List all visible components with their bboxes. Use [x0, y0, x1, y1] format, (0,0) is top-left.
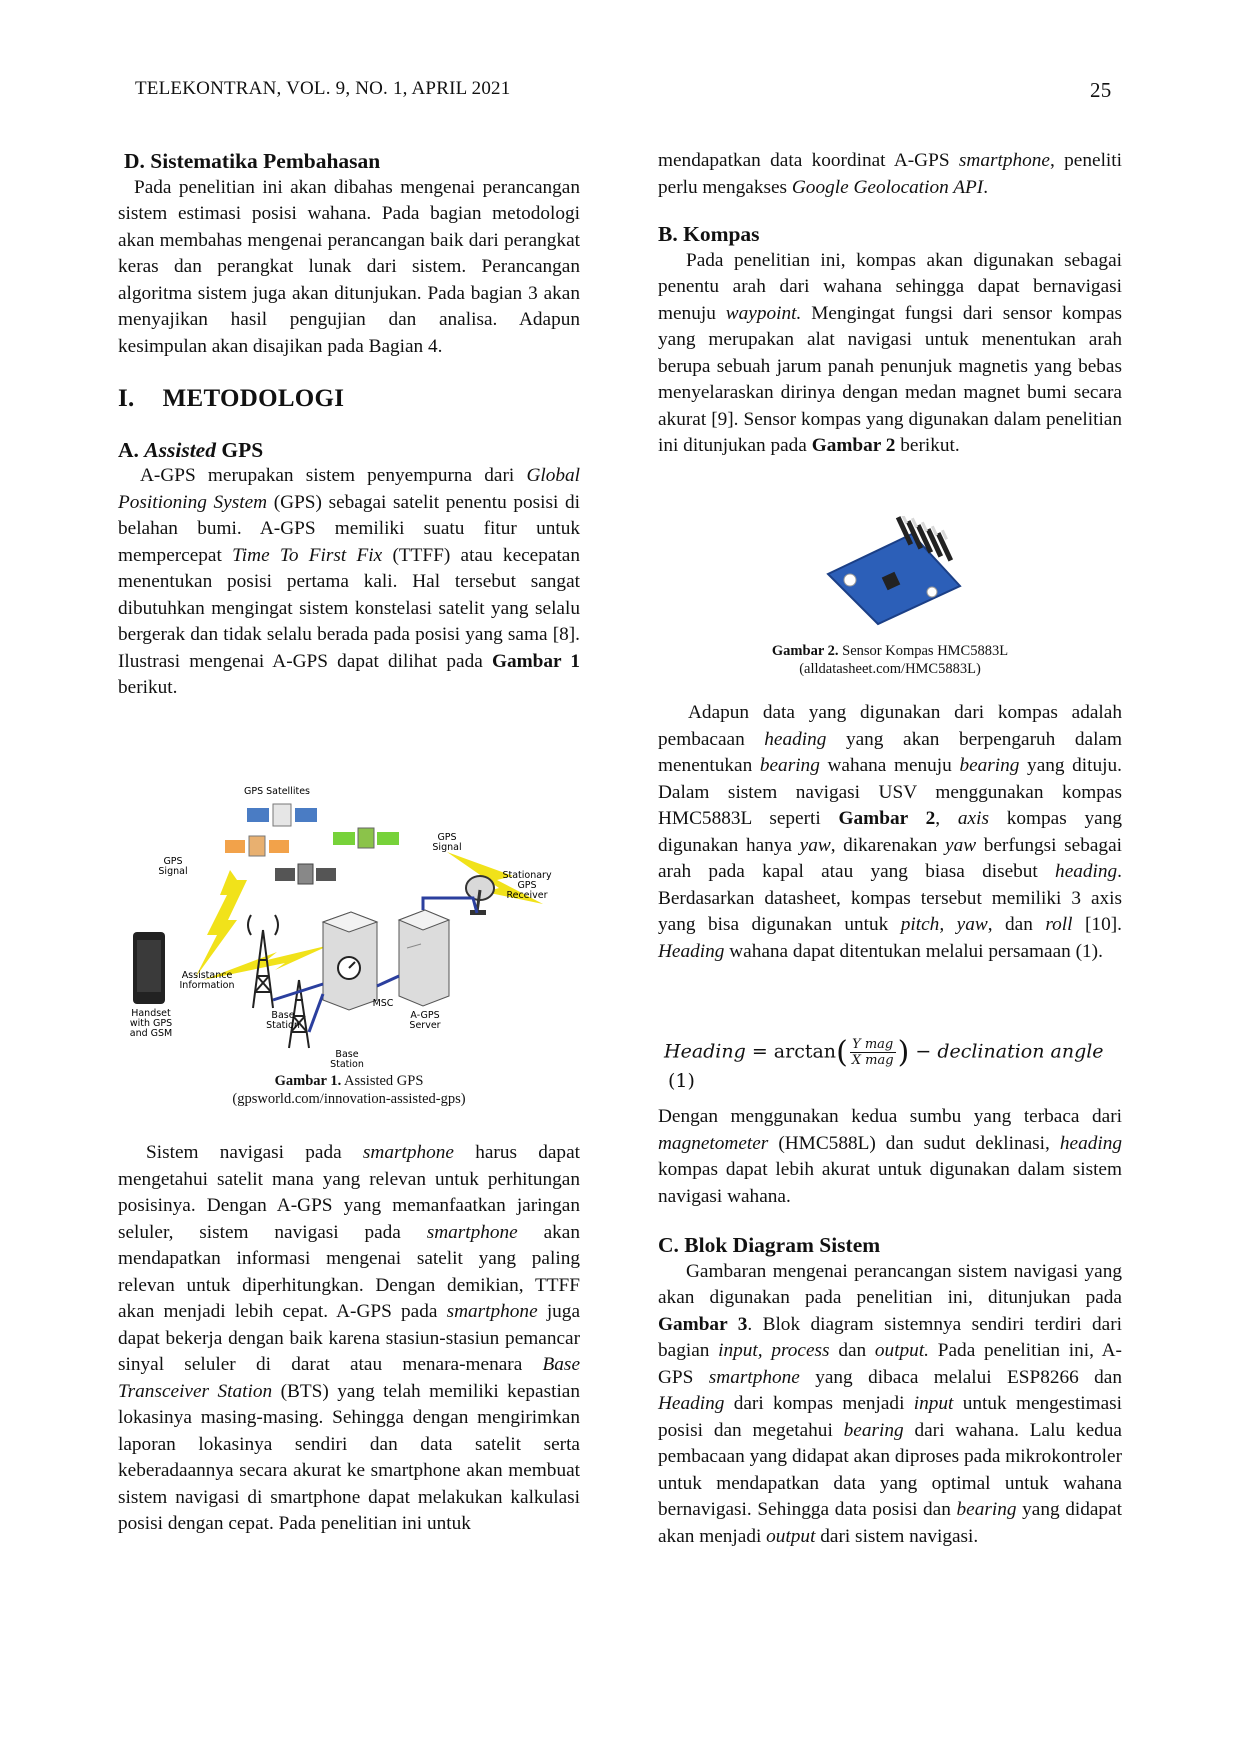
- section-d-body: Pada penelitian ini akan dibahas mengena…: [118, 176, 580, 357]
- section-b-paragraph: Pada penelitian ini, kompas akan digunak…: [658, 249, 1123, 457]
- left-column-lower: Sistem navigasi pada smartphone harus da…: [118, 1140, 580, 1538]
- figure-2-hmc5883l-board: [820, 513, 970, 626]
- agps-server-icon: [397, 909, 451, 1007]
- right-column: mendapatkan data koordinat A-GPS smartph…: [658, 148, 1122, 460]
- left-column: D. Sistematika Pembahasan Pada penelitia…: [118, 148, 580, 702]
- section-a-paragraph: A-GPS merupakan sistem penyempurna dari …: [118, 465, 581, 698]
- paragraph-continuation: mendapatkan data koordinat A-GPS smartph…: [658, 150, 1122, 198]
- section-c-paragraph: Gambaran mengenai perancangan sistem nav…: [658, 1260, 1123, 1547]
- section-a-title: A. Assisted GPS: [118, 437, 264, 462]
- satellite-green-icon: [333, 827, 399, 849]
- satellite-blue-icon: [247, 803, 317, 827]
- satellite-orange-icon: [225, 835, 289, 857]
- label-satellites: GPS Satellites: [244, 786, 310, 797]
- msc-server-icon: [321, 911, 379, 1011]
- link-line: [421, 896, 479, 914]
- figure-1-source: (gpsworld.com/innovation-assisted-gps): [232, 1091, 466, 1107]
- figure-1-caption: Gambar 1. Assisted GPS (gpsworld.com/inn…: [118, 1072, 580, 1108]
- figure-2-caption: Gambar 2. Sensor Kompas HMC5883L (alldat…: [658, 642, 1122, 678]
- gps-signal-bolt-right: [447, 852, 543, 904]
- equation-rhs: declination angle: [937, 1040, 1104, 1063]
- right-column-lower: Dengan menggunakan kedua sumbu yang terb…: [658, 1104, 1122, 1550]
- gps-signal-bolt-left: [195, 870, 247, 978]
- section-b-title: B. Kompas: [658, 222, 760, 246]
- equation-lhs: Heading: [664, 1040, 746, 1063]
- chapter-heading: I.METODOLOGI: [118, 385, 345, 412]
- right-column-middle: Adapun data yang digunakan dari kompas a…: [658, 700, 1122, 965]
- handset-icon: [133, 932, 165, 1004]
- base-station-tower-icon: [247, 914, 279, 1009]
- equation-arctan: arctan: [773, 1040, 837, 1063]
- satellite-gray-icon: [275, 863, 336, 885]
- section-d-title: D. Sistematika Pembahasan: [124, 149, 381, 173]
- page-number: 25: [1090, 78, 1112, 102]
- paragraph-compass-heading: Adapun data yang digunakan dari kompas a…: [658, 702, 1123, 962]
- compass-sensor-image: [826, 513, 962, 626]
- link-line: [307, 993, 325, 1033]
- section-c-title: C. Blok Diagram Sistem: [658, 1233, 881, 1257]
- running-header: TELEKONTRAN, VOL. 9, NO. 1, APRIL 2021: [135, 78, 511, 99]
- link-line: [272, 982, 324, 1002]
- link-line: [376, 974, 400, 988]
- figure-2-source: (alldatasheet.com/HMC5883L): [799, 661, 981, 677]
- satellite-dish-icon: [465, 875, 495, 915]
- paragraph-smartphone-navigation: Sistem navigasi pada smartphone harus da…: [118, 1142, 581, 1534]
- paragraph-magnetometer: Dengan menggunakan kedua sumbu yang terb…: [658, 1106, 1122, 1207]
- equation-number: (1): [668, 1070, 695, 1092]
- label-msc: MSC: [373, 998, 394, 1009]
